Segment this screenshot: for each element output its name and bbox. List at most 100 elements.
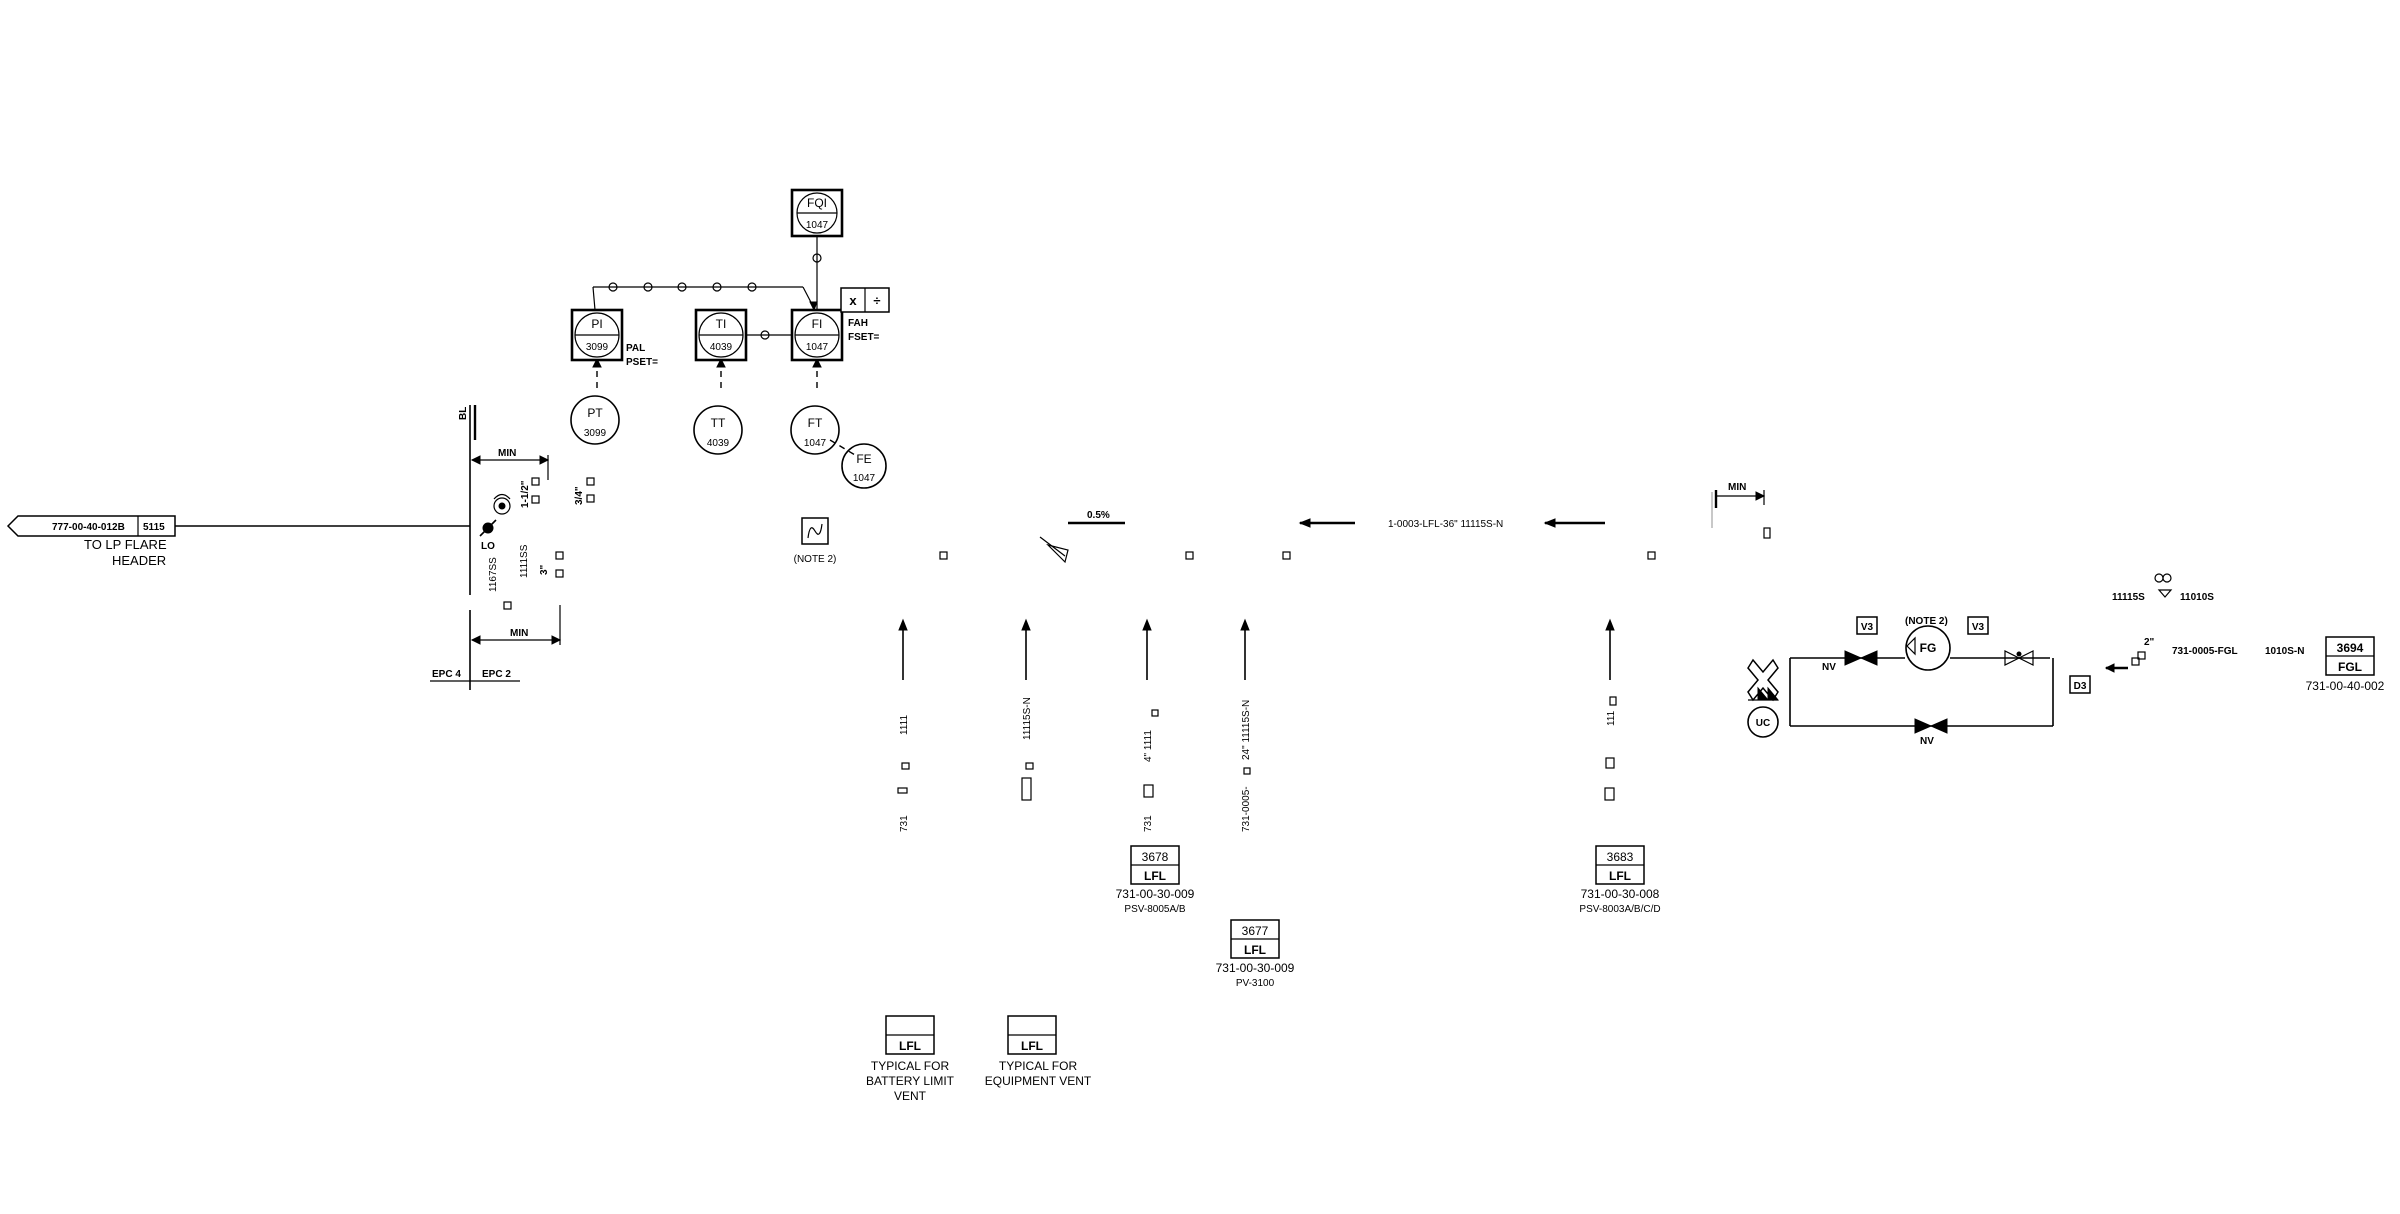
instrument-pt-3099[interactable]: PT 3099	[570, 395, 620, 445]
spec-b-label: 11010S	[2180, 592, 2214, 603]
branch-1: 1111 731	[897, 618, 910, 832]
legend-battery-limit[interactable]: LFL TYPICAL FOR BATTERY LIMIT VENT	[866, 1015, 955, 1103]
fi-num: 1047	[806, 342, 829, 353]
slope-label: 0.5%	[1087, 510, 1110, 521]
offpage-sheet-ref: 5115	[143, 522, 165, 533]
fuel-gas-loop: NV NV	[1789, 650, 2054, 747]
tag-3678-num: 3678	[1142, 850, 1169, 864]
uc-control-valve[interactable]: UC	[1747, 658, 1780, 738]
offpage-right-type: FGL	[2338, 660, 2362, 674]
calc-block[interactable]: x ÷	[840, 287, 890, 313]
legend1-line1: TYPICAL FOR	[871, 1059, 950, 1073]
branch4-text1: 24" 11115S-N	[1241, 700, 1252, 760]
pal-label: PAL	[626, 343, 645, 354]
offpage-connector-right[interactable]: 3694 FGL 731-00-40-002	[2306, 636, 2385, 693]
branch1-text1: 1111	[899, 715, 910, 735]
tag-3677-num: 3677	[1242, 924, 1269, 938]
size-2-label: 2"	[2144, 637, 2155, 648]
right-min-label: MIN	[1728, 482, 1746, 493]
uc-label: UC	[1756, 718, 1770, 729]
branch-5: 111	[1604, 618, 1617, 801]
spec-a-label: 11115S	[2112, 592, 2145, 603]
fe-tag: FE	[856, 452, 871, 466]
tag-3678-line: 731-00-30-009	[1116, 887, 1195, 901]
tag-3677[interactable]: 3677 LFL 731-00-30-009 PV-3100	[1216, 919, 1295, 989]
tag-3678[interactable]: 3678 LFL 731-00-30-009 PSV-8005A/B	[1116, 845, 1195, 915]
tag-3677-type: LFL	[1244, 943, 1266, 957]
fah-label: FAH	[848, 318, 868, 329]
spec-1167ss: 1167SS	[488, 557, 499, 592]
offpage-right-line: 731-00-40-002	[2306, 679, 2385, 693]
branch4-text2: 731-0005-	[1241, 786, 1252, 832]
pi-num: 3099	[586, 342, 609, 353]
instrument-signal-lines	[592, 235, 856, 456]
spec-c-label: 1010S-N	[2265, 646, 2304, 657]
instrument-fqi-1047[interactable]: FQI 1047	[790, 188, 844, 238]
size-3-4-label: 3/4"	[574, 486, 585, 505]
size-1-1-2-label: 1-1/2"	[520, 480, 531, 508]
line-fgl-label: 731-0005-FGL	[2172, 646, 2238, 657]
legend1-line2: BATTERY LIMIT	[866, 1074, 955, 1088]
pt-num: 3099	[584, 428, 607, 439]
instrument-ti-4039[interactable]: TI 4039	[694, 308, 748, 362]
note2-label: (NOTE 2)	[794, 554, 837, 565]
d3-box[interactable]: D3	[2069, 675, 2091, 694]
epc4-label: EPC 4	[432, 669, 461, 680]
branch3-text1: 4" 1111	[1143, 730, 1154, 762]
tag-3683-desc: PSV-8003A/B/C/D	[1579, 904, 1660, 915]
tt-num: 4039	[707, 438, 730, 449]
tag-3683-line: 731-00-30-008	[1581, 887, 1660, 901]
min-top-label: MIN	[498, 448, 516, 459]
legend1-type: LFL	[899, 1039, 921, 1053]
legend1-line3: VENT	[894, 1089, 927, 1103]
offpage-line-number: 777-00-40-012B	[52, 522, 125, 533]
fi-tag: FI	[812, 317, 823, 331]
instrument-fe-1047[interactable]: FE 1047	[841, 443, 887, 489]
multiply-symbol: x	[849, 293, 857, 308]
offpage-connector-left[interactable]: 777-00-40-012B 5115	[6, 515, 176, 537]
right-spec-labels: 11115S 11010S 2" 731-0005-FGL 1010S-N	[2104, 573, 2304, 673]
tag-3683-num: 3683	[1607, 850, 1634, 864]
tag-3678-desc: PSV-8005A/B	[1124, 904, 1185, 915]
fset-label: FSET=	[848, 332, 880, 343]
lo-label: LO	[481, 541, 495, 552]
nv-bottom-label: NV	[1920, 736, 1934, 747]
branch2-text1: 11115S-N	[1022, 697, 1033, 740]
spec-1111ss: 1111SS	[519, 544, 530, 578]
ft-tag: FT	[808, 416, 823, 430]
right-min-marker: MIN	[1711, 482, 1771, 539]
tag-3677-desc: PV-3100	[1236, 978, 1275, 989]
epc2-label: EPC 2	[482, 669, 511, 680]
fqi-tag: FQI	[807, 196, 827, 210]
tag-3678-type: LFL	[1144, 869, 1166, 883]
v3-left-box[interactable]: V3	[1856, 616, 1878, 635]
instrument-ft-1047[interactable]: FT 1047	[790, 405, 840, 455]
legend-equipment-vent[interactable]: LFL TYPICAL FOR EQUIPMENT VENT	[985, 1015, 1092, 1088]
flow-gauge-fg[interactable]: FG (NOTE 2)	[1905, 616, 1951, 671]
fg-note2-label: (NOTE 2)	[1905, 616, 1948, 627]
fqi-num: 1047	[806, 220, 829, 231]
tag-3683[interactable]: 3683 LFL 731-00-30-008 PSV-8003A/B/C/D	[1579, 845, 1661, 915]
tag-3677-line: 731-00-30-009	[1216, 961, 1295, 975]
divide-symbol: ÷	[873, 293, 880, 308]
instrument-fi-1047[interactable]: FI 1047 FAH FSET=	[790, 308, 880, 362]
left-valve-assembly: BL MIN 1-1/2" 3/4" LO 1167SS 1111SS 3" M…	[430, 405, 595, 690]
dest-label-line2: HEADER	[112, 553, 166, 568]
fg-label: FG	[1920, 641, 1937, 655]
instrument-tt-4039[interactable]: TT 4039	[693, 405, 743, 455]
min-bottom-label: MIN	[510, 628, 528, 639]
v3-right-box[interactable]: V3	[1967, 616, 1989, 635]
branch-4: 24" 11115S-N 731-0005-	[1240, 618, 1252, 832]
tag-3683-type: LFL	[1609, 869, 1631, 883]
instrument-pi-3099[interactable]: PI 3099 PAL PSET=	[570, 308, 658, 368]
branch1-text2: 731	[899, 815, 910, 832]
pset-label: PSET=	[626, 357, 658, 368]
branch3-text2: 731	[1143, 815, 1154, 832]
header-line-number: 1-0003-LFL-36" 11115S-N	[1388, 519, 1503, 530]
legend2-line1: TYPICAL FOR	[999, 1059, 1078, 1073]
legend2-line2: EQUIPMENT VENT	[985, 1074, 1092, 1088]
note2-symbol[interactable]: (NOTE 2)	[794, 517, 837, 565]
offpage-right-num: 3694	[2337, 641, 2364, 655]
ft-num: 1047	[804, 438, 827, 449]
